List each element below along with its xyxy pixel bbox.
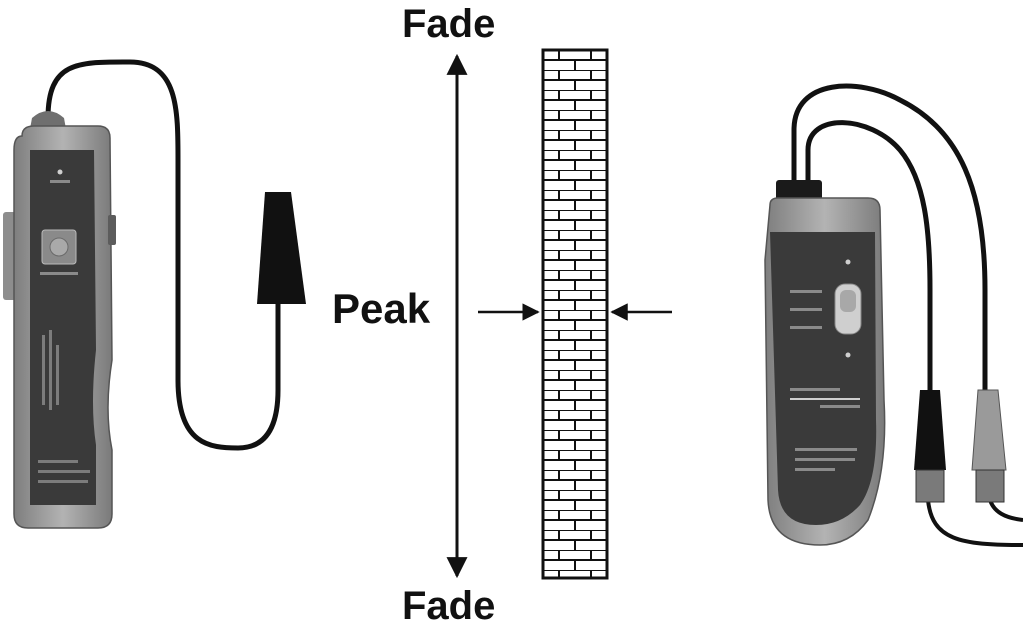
red-clip-jaw [975,469,1005,503]
probe-print-mark [38,480,88,483]
transmitter-panel [770,232,877,525]
probe-panel [30,150,96,505]
transmitter-print-mark [795,468,835,471]
probe-cable [45,59,281,451]
brick-wall-icon [541,48,609,580]
transmitter-indicator-icon [845,352,851,358]
probe-led-icon [57,169,63,175]
black-clip-jaw [915,469,945,503]
transmitter-connector [776,180,822,202]
transmitter-switch-knob [840,290,856,312]
receiver-probe-icon [3,59,306,529]
transmitter-print-mark [795,448,857,451]
fade-bottom-label: Fade [402,584,496,628]
transmitter-print-mark [795,458,855,461]
probe-print-mark [56,345,59,405]
probe-button-label-mark [40,272,78,275]
transmitter-print-mark [790,326,822,329]
red-lead-wire [988,499,1023,522]
red-alligator-clip [971,389,1007,471]
peak-label: Peak [332,285,431,332]
probe-print-mark [38,460,78,463]
probe-print-mark [42,335,45,405]
probe-print-mark [38,470,90,473]
black-alligator-clip [914,390,946,470]
transmitter-cable-black [805,120,933,395]
probe-button-cap [49,237,69,257]
transmitter-icon [764,83,1023,547]
probe-led-label-mark [50,180,70,183]
transmitter-print-mark [790,388,840,391]
transmitter-led-icon [845,259,851,265]
transmitter-print-mark [820,405,860,408]
transmitter-print-mark [790,290,822,293]
black-lead-wire [926,499,1023,547]
probe-volume-wheel [108,215,116,245]
transmitter-print-mark [790,308,822,311]
fade-top-label: Fade [402,2,496,46]
probe-print-mark [49,330,52,410]
transmitter-cable-red [791,83,988,395]
transmitter-print-mark [790,398,860,400]
probe-sensor-tip [257,192,306,304]
